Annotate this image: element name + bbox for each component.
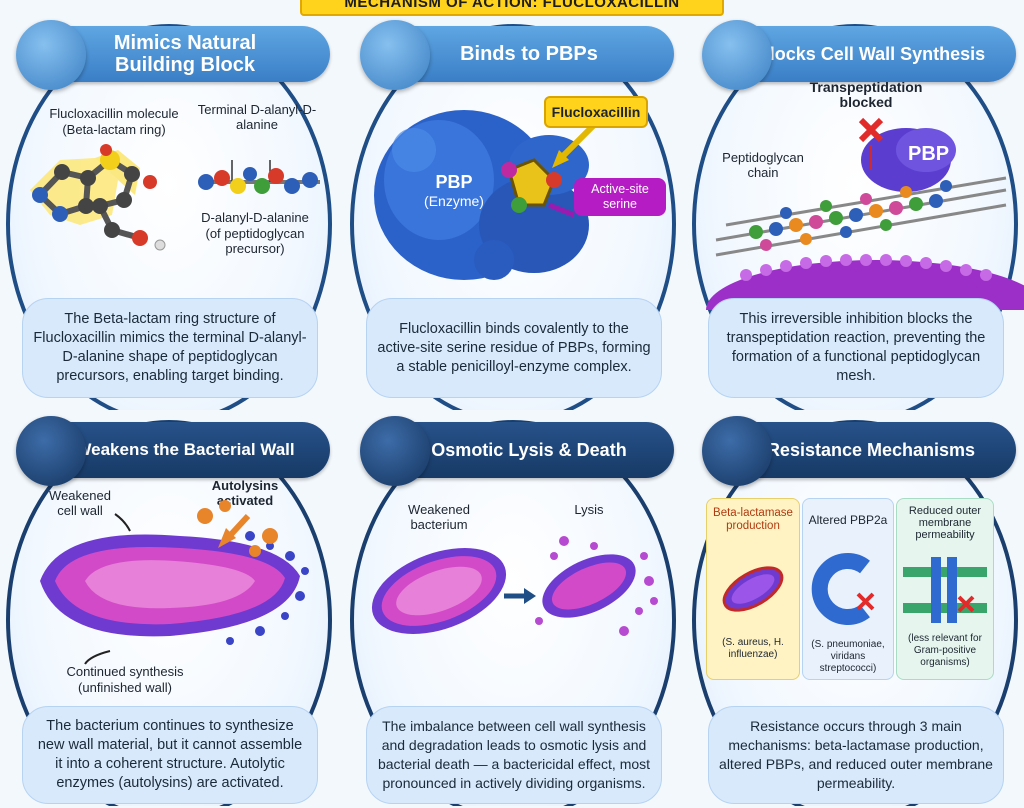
dala-label: D-alanyl-D-alanine [201,210,309,225]
atom-h [154,239,166,251]
panel-blocks: Blocks Cell Wall Synthesis Transpeptidat… [686,10,1024,410]
panel-title: Osmotic Lysis & Death [431,440,627,460]
panel-title: Blocks Cell Wall Synthesis [756,44,986,64]
enzyme-label: (Enzyme) [424,193,484,209]
weak-bacterium-label: Weakened bacterium [408,502,470,532]
atom-c [54,164,70,180]
atom-c [78,198,94,214]
bacterium-icon [722,566,784,612]
atom-o [143,175,157,189]
drug-tag: Flucloxacillin [544,96,648,128]
serine-tag: Active-site serine [574,178,666,216]
panel-binds: Binds to PBPs Flucloxacillin PBP (Enzyme… [344,10,682,410]
panel-description: Flucloxacillin binds covalently to the a… [366,298,662,398]
card-note: (S. pneumoniae, viridans streptococci) [811,639,885,674]
ring-label: (Beta-lactam ring) [62,122,166,137]
resistance-card-pbp2a: Altered PBP2a (S. pneumoniae, viridans s… [802,498,894,680]
terminal-label: Terminal D-alanyl-D-alanine [197,102,317,132]
panel-title-pill: Osmotic Lysis & Death [384,422,674,478]
membrane-icon [903,557,987,623]
panel-description: This irreversible inhibition blocks the … [708,298,1004,398]
pill-disc [360,20,430,90]
molecule-illustration [30,144,320,251]
svg-text:PBP: PBP [908,143,949,165]
chain-label: Peptidoglycan chain [722,150,804,180]
panel-title: Binds to PBPs [460,43,598,65]
weak-wall-label: Weakened cell wall [49,488,111,518]
unfinished-label: (unfinished wall) [78,680,172,695]
pbp2a-icon [811,553,875,625]
card-note: (less relevant for Gram-positive organis… [908,633,982,668]
panel-title-pill: Binds to PBPs [384,26,674,82]
autolysins-label: Autolysins activated [211,478,279,508]
panel-description: The Beta-lactam ring structure of Fluclo… [22,298,318,398]
atom-c [104,222,120,238]
synthesis-illustration: PBP [706,117,1024,310]
blocked-label: Transpeptidation blocked [809,79,923,110]
atom-c [92,198,108,214]
panel-description: Resistance occurs through 3 main mechani… [708,706,1004,804]
resistance-card-permeability: Reduced outer membrane permeability (les… [896,498,994,680]
lysis-illustration [371,536,658,636]
panel-title: Mimics Natural Building Block [113,32,257,76]
pill-disc [360,416,430,486]
panel-title-pill: Weakens the Bacterial Wall [40,422,330,478]
card-title: Altered PBP2a [808,513,888,527]
panel-title-pill: Resistance Mechanisms [726,422,1016,478]
atom-o [132,230,148,246]
atom-c [116,192,132,208]
panel-lysis: Osmotic Lysis & Death Weakened bacterium… [344,406,682,806]
panel-mimics: Mimics Natural Building Block Flucloxaci… [0,10,338,410]
pill-disc [702,416,772,486]
panel-description: The imbalance between cell wall synthesi… [366,706,662,804]
molecule-label: Flucloxacillin molecule [49,106,179,121]
panel-title: Weakens the Bacterial Wall [75,440,295,459]
resistance-card-betalactamase: Beta-lactamase production (S. aureus, H.… [706,498,800,680]
weak-bacterium-illustration [40,500,309,665]
pill-disc [702,20,772,90]
panel-title-pill: Blocks Cell Wall Synthesis [726,26,1016,82]
panel-resistance: Resistance Mechanisms Beta-lactamase pro… [686,406,1024,806]
pbp-label: PBP [435,172,473,192]
precursor-label: (of peptidoglycan precursor) [205,226,305,256]
panel-description: The bacterium continues to synthesize ne… [22,706,318,804]
pill-disc [16,20,86,90]
continued-label: Continued synthesis [66,664,184,679]
atom-o [100,144,112,156]
lysis-label: Lysis [574,502,604,517]
pbp-illustration [374,110,597,280]
card-note: (S. aureus, H. influenzae) [722,637,784,660]
atom-n [52,206,68,222]
card-title: Beta-lactamase production [713,507,793,532]
panel-weakens: Weakens the Bacterial Wall Weakened cell… [0,406,338,806]
atom-c [124,166,140,182]
atom-n [32,187,48,203]
pill-disc [16,416,86,486]
panel-title-pill: Mimics Natural Building Block [40,26,330,82]
panel-title: Resistance Mechanisms [766,440,976,460]
atom-c [80,170,96,186]
page-title: MECHANISM OF ACTION: FLUCLOXACILLIN [300,0,724,16]
card-title: Reduced outer membrane permeability [908,505,982,541]
